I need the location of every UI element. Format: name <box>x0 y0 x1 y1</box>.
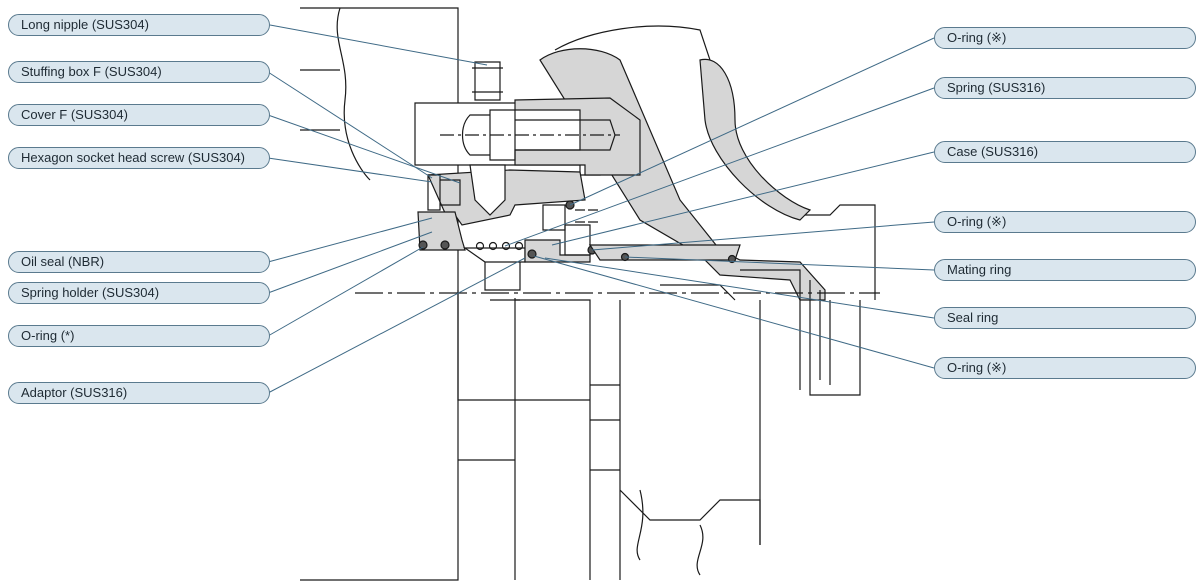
hex-bolt <box>461 109 516 161</box>
o-ring-left-1 <box>418 240 428 250</box>
leader-oil-seal <box>267 217 433 263</box>
leader-cover <box>267 114 461 184</box>
spring-coil-1 <box>475 241 485 251</box>
leader-case <box>551 151 935 246</box>
label-case: Case (SUS316) <box>934 141 1196 163</box>
leader-stuffing-box <box>267 71 433 179</box>
label-hex-screw: Hexagon socket head screw (SUS304) <box>8 147 270 169</box>
adaptor <box>463 247 526 263</box>
shaft-lower <box>457 290 761 580</box>
leader-long-nipple <box>269 24 488 66</box>
label-mating-ring: Mating ring <box>934 259 1196 281</box>
casing-inner <box>699 58 812 221</box>
label-spring: Spring (SUS316) <box>934 77 1196 99</box>
casing-right-steps <box>740 269 861 545</box>
leader-hex-screw <box>267 157 433 183</box>
stuffing-box-hatch <box>514 97 641 176</box>
label-oil-seal: Oil seal (NBR) <box>8 251 270 273</box>
label-o-ring-r2: O-ring (※) <box>934 211 1196 233</box>
leader-spring-holder <box>267 231 433 294</box>
label-spring-holder: Spring holder (SUS304) <box>8 282 270 304</box>
label-adaptor: Adaptor (SUS316) <box>8 382 270 404</box>
spring-coil-3 <box>501 241 511 251</box>
label-long-nipple: Long nipple (SUS304) <box>8 14 270 36</box>
label-o-ring-left: O-ring (*) <box>8 325 270 347</box>
spring-coil-4 <box>514 241 524 251</box>
label-seal-ring: Seal ring <box>934 307 1196 329</box>
housing-inner-line <box>300 69 340 131</box>
long-nipple <box>474 61 501 101</box>
leader-seal-ring <box>544 257 935 319</box>
leader-adaptor <box>267 257 526 394</box>
leader-spring <box>504 87 935 247</box>
label-stuffing-box: Stuffing box F (SUS304) <box>8 61 270 83</box>
spring-coil-2 <box>488 241 498 251</box>
leader-o-ring-r1 <box>569 37 935 206</box>
label-cover: Cover F (SUS304) <box>8 104 270 126</box>
leader-o-ring-r2 <box>591 221 935 251</box>
label-o-ring-r1: O-ring (※) <box>934 27 1196 49</box>
housing-wall <box>300 7 459 581</box>
o-ring-left-2 <box>440 240 450 250</box>
o-ring-outer-2 <box>727 254 737 264</box>
leader-o-ring-left <box>267 246 424 337</box>
screw-head <box>469 164 506 216</box>
housing-curve <box>336 7 371 181</box>
mating-ring <box>588 244 741 261</box>
leader-o-ring-r3 <box>533 255 935 369</box>
leader-mating-ring <box>624 256 935 271</box>
seal-ring <box>564 224 591 256</box>
o-ring-case <box>527 249 537 259</box>
label-o-ring-r3: O-ring (※) <box>934 357 1196 379</box>
